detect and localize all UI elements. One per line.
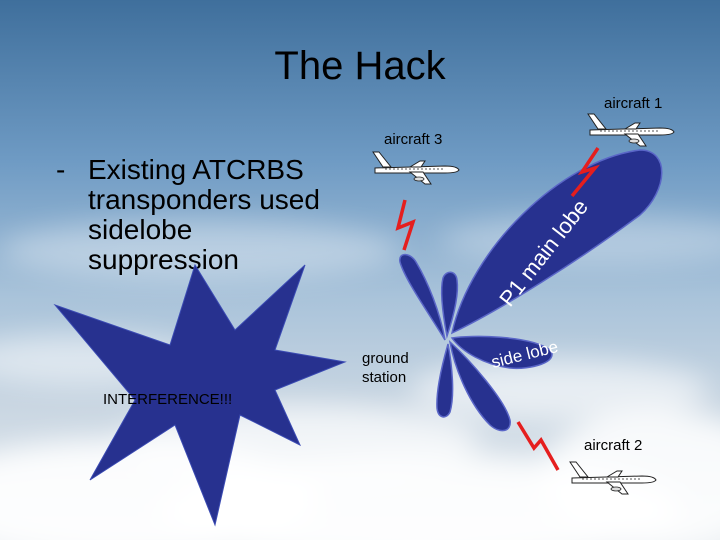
aircraft-1-label: aircraft 1 xyxy=(604,95,663,112)
bullet-line: transponders used xyxy=(88,184,320,215)
interference-starburst xyxy=(53,263,347,527)
bullet-marker: - xyxy=(56,154,66,185)
side-lobe xyxy=(440,271,459,339)
interference-label: INTERFERENCE!!! xyxy=(103,391,233,408)
aircraft-2-label: aircraft 2 xyxy=(584,437,643,454)
lightning-bolt-icon xyxy=(516,421,560,471)
side-lobe xyxy=(450,335,553,370)
main-lobe xyxy=(450,149,663,335)
side-lobe xyxy=(448,339,511,432)
bullet-line: suppression xyxy=(88,244,239,275)
lightning-bolt-icon xyxy=(395,199,416,251)
aircraft-3-label: aircraft 3 xyxy=(384,131,443,148)
ground-station-label: ground station xyxy=(362,349,442,387)
bullet-line: Existing ATCRBS xyxy=(88,154,304,185)
side-lobe xyxy=(436,343,454,418)
bullet-text: Existing ATCRBS transponders used sidelo… xyxy=(88,155,378,275)
airplane-icon xyxy=(372,151,460,185)
side-lobe xyxy=(399,253,446,341)
ground-station-line: ground xyxy=(362,350,409,367)
ground-station-line: station xyxy=(362,369,407,386)
airplane-icon xyxy=(569,461,657,495)
lightning-bolt-icon xyxy=(570,147,601,198)
bullet-line: sidelobe xyxy=(88,214,193,245)
slide-title: The Hack xyxy=(274,44,446,88)
airplane-icon xyxy=(587,113,675,147)
